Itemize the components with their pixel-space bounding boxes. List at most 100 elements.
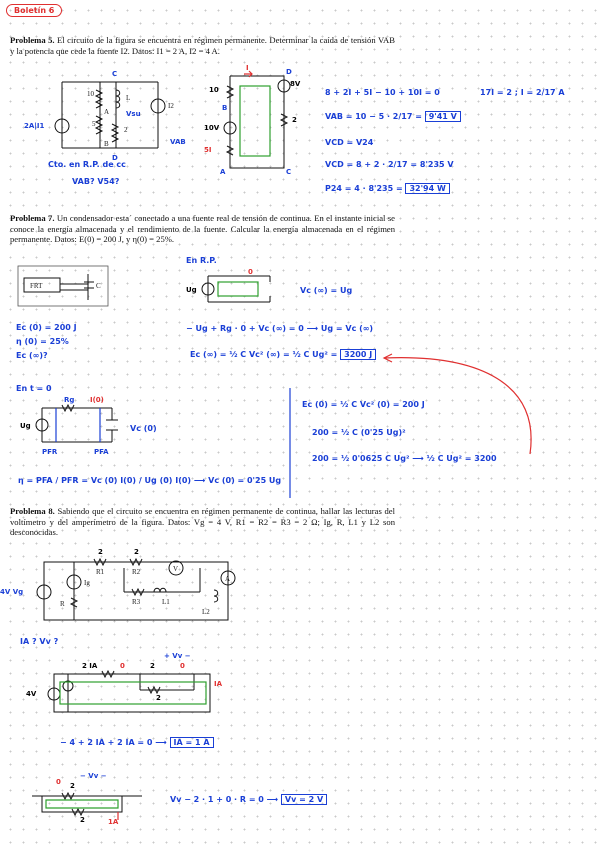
p8-ig-label: Ig [84, 579, 90, 587]
p7-t0-i0: I(0) [90, 396, 104, 404]
p8-source-vg [36, 584, 52, 600]
p8-eq1-result: IA = 1 A [169, 737, 214, 748]
problem-7-title: Problema 7. [10, 213, 55, 223]
worksheet-tag: Boletín 6 [6, 4, 63, 17]
p7-eq2-text: Ec (∞) = ½ C Vc² (∞) = ½ C Ug² = [190, 350, 338, 359]
problem-5-title: Problema 5. [10, 35, 55, 45]
p8-r3-label: R3 [132, 598, 141, 606]
p8-c2-two-2: 2 [156, 694, 161, 702]
current-source-i1 [54, 118, 70, 134]
p8-source-ig [66, 574, 82, 590]
p7-eq2-result: 3200 J [340, 349, 377, 360]
mesh-loop [239, 85, 271, 157]
hw-vab: VAB [170, 138, 186, 146]
hw-node-c: C [286, 168, 291, 176]
p5-eq3: VCD = V24 [325, 138, 374, 147]
current-source-i2 [150, 98, 166, 114]
p8-eq2: Vv − 2 · 1 + 0 · R = 0 ⟶ Vv = 2 V [170, 794, 328, 805]
p8-vg-label: 4V Vg [0, 588, 23, 596]
p5-eq2: VAB = 10 − 5 · 2/17 = 9'41 V [325, 111, 461, 122]
p5-eq5-result: 32'94 W [405, 183, 450, 194]
problem-8-circuit: V A Ig R R1 R2 R3 L1 L2 4V Vg 2 2 [0, 548, 236, 621]
p5-eq2-text: VAB = 10 − 5 · 2/17 = [325, 112, 422, 121]
p8-eq1-text: − 4 + 2 IA + 2 IA = 0 ⟶ [60, 738, 167, 747]
p8-c3-two: 2 [70, 782, 75, 790]
source-10v [223, 121, 237, 135]
problem-8-text: Sabiendo que el circuito se encuentra en… [10, 506, 395, 538]
p8-c3-two-2: 2 [80, 816, 85, 824]
p8-c3-zero: 0 [56, 778, 61, 786]
p7-rhs-1: Ec (0) = ½ C Vc² (0) = 200 J [302, 400, 425, 409]
p8-two-1: 2 [98, 548, 103, 556]
p7-rhs-2: 200 = ½ C (0'25 Ug)² [312, 428, 406, 437]
p7-t0-title: En t = 0 [16, 384, 52, 393]
p8-voltmeter [168, 560, 184, 576]
p5-eq1b: 17I = 2 ; I = 2/17 A [480, 88, 565, 97]
p7-eq2: Ec (∞) = ½ C Vc² (∞) = ½ C Ug² = 3200 J [190, 349, 377, 360]
p7-given-2: η (0) = 25% [16, 337, 69, 346]
p7-given-1: Ec (0) = 200 J [16, 323, 77, 332]
p8-c2-zero-2: 0 [180, 662, 185, 670]
p7-t0-rg: Rg [64, 396, 74, 404]
problem-7-circuit: FRT C [17, 265, 109, 307]
problem-8-statement: Problema 8. Sabiendo que el circuito se … [10, 506, 395, 538]
label-r10: 10 [87, 90, 95, 98]
hw-5i: 5I [204, 146, 211, 154]
p8-v-label: V [173, 565, 178, 573]
p5-eq1: 8 + 2I + 5I − 10 + 10I = 0 [325, 88, 440, 97]
p8-c3-1a: 1A [108, 818, 119, 826]
hw-node-b: B [222, 104, 227, 112]
problem-7-statement: Problema 7. Un condensador esta´ conecta… [10, 213, 395, 245]
p5-eq2-result: 9'41 V [424, 111, 461, 122]
p7-t0-pfa: PFA [94, 448, 109, 456]
p8-ammeter [220, 570, 236, 586]
p5-note-2: VAB? V54? [72, 177, 120, 186]
p8-c2-zero-1: 0 [120, 662, 125, 670]
label-r2: 2 [124, 126, 128, 134]
label-vsu: Vsu [126, 110, 141, 118]
hw-i: I [246, 64, 249, 72]
label-i1: 2A|I1 [24, 122, 44, 131]
label-c: C [96, 282, 101, 290]
label-i2: I2 [168, 102, 174, 110]
p7-rp-title: En R.P. [186, 256, 217, 265]
p8-c2-2ia: 2 IA [82, 662, 98, 670]
p5-eq5-text: P24 = 4 · 8'235 = [325, 184, 403, 193]
p5-eq4: VCD = 8 + 2 · 2/17 = 8'235 V [325, 160, 454, 169]
p8-l1-label: L1 [162, 598, 170, 606]
hw-node-a: A [220, 168, 226, 176]
p8-eq2-result: Vv = 2 V [280, 794, 328, 805]
p7-rp-circuit: 0 Ug [186, 268, 271, 303]
p8-eq2-text: Vv − 2 · 1 + 0 · R = 0 ⟶ [170, 795, 279, 804]
p8-c2-vv: + Vv − [164, 652, 191, 660]
p7-divider [289, 388, 291, 498]
p8-c2-ia: IA [214, 680, 223, 688]
node-b: B [104, 140, 109, 148]
hw-node-d: D [286, 68, 292, 76]
label-r5: 5 [92, 120, 96, 128]
p8-c2-two: 2 [150, 662, 155, 670]
p7-rp-vc: Vc (∞) = Ug [300, 286, 353, 295]
p7-eq1: − Ug + Rg · 0 + Vc (∞) = 0 ⟶ Ug = Vc (∞) [186, 324, 374, 333]
p8-two-2: 2 [134, 548, 139, 556]
circuit-wires [61, 81, 159, 149]
p8-handwritten-circuit-1: 2 IA 0 2 0 + Vv − IA 2 4V [26, 652, 223, 713]
problem-7-text: Un condensador esta´ conectado a una fue… [10, 213, 395, 245]
p8-eq1: − 4 + 2 IA + 2 IA = 0 ⟶ IA = 1 A [60, 737, 214, 748]
problem-5-statement: Problema 5. El circuito de la figura se … [10, 35, 395, 56]
p7-given-3: Ec (∞)? [16, 351, 48, 360]
p7-efficiency: η = PFA / PFR = Vc (0) I(0) / Ug (0) I(0… [18, 476, 282, 485]
label-frt: FRT [30, 282, 43, 290]
p5-eq5: P24 = 4 · 8'235 = 32'94 W [325, 183, 450, 194]
hw-r2: 2 [292, 116, 297, 124]
p7-t0-ug: Ug [20, 422, 31, 430]
p8-a-label: A [225, 575, 230, 583]
node-a: A [104, 108, 109, 116]
p8-r2-label: R2 [132, 568, 141, 576]
node-d: D [112, 154, 118, 162]
p7-t0-circuit: Rg I(0) Ug PFR PFA [20, 396, 118, 456]
p7-rhs-3: 200 = ½ 0'0625 C Ug² ⟶ ½ C Ug² = 3200 [312, 454, 497, 463]
p8-handwritten-circuit-2: 0 2 − Vv − 2 1A [32, 772, 142, 826]
p7-rp-zero: 0 [248, 268, 253, 276]
label-l: L [126, 94, 130, 102]
